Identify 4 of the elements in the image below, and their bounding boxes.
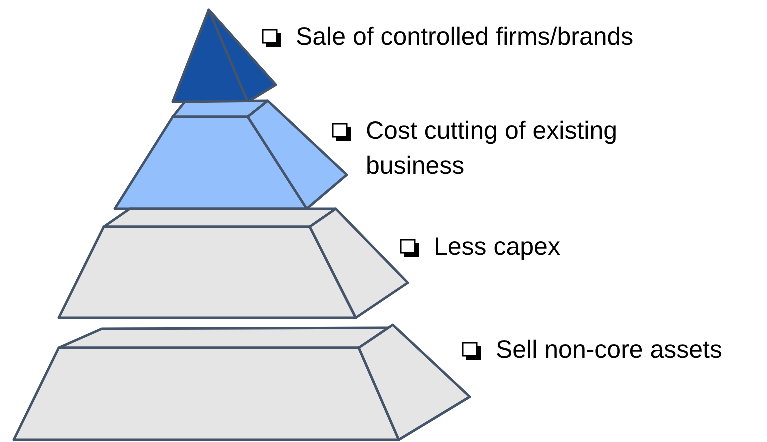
bullet-text: Cost cutting of existing business — [366, 116, 619, 182]
bullet-text: Sale of controlled firms/brands — [296, 22, 634, 53]
bullet-text: Sell non-core assets — [496, 335, 723, 366]
bullet-text: Less capex — [434, 232, 560, 263]
